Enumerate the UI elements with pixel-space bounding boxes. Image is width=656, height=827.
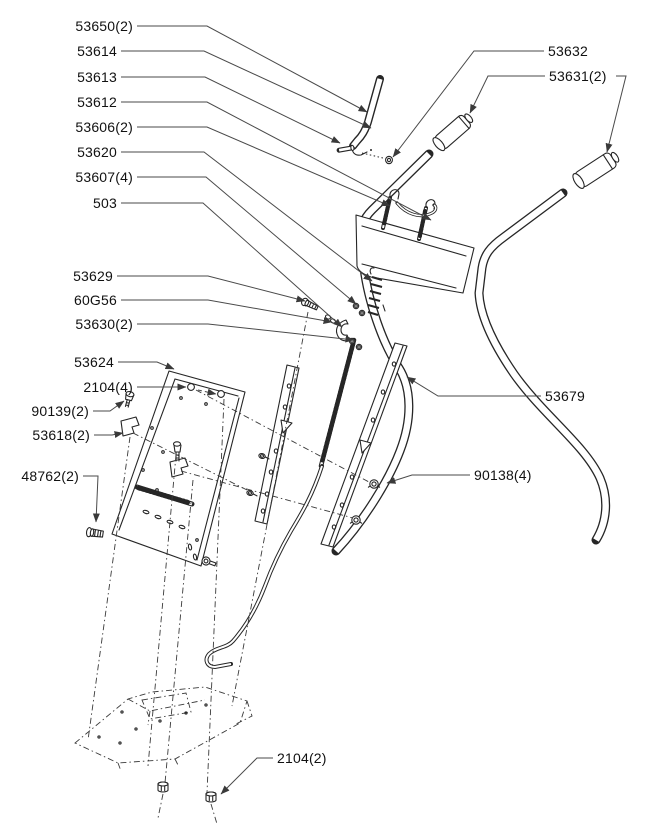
part-label-53618: 53618(2) <box>32 427 90 443</box>
rail-bolt <box>246 489 258 497</box>
part-label-53650: 53650(2) <box>75 18 133 34</box>
pivot-pin <box>336 144 355 153</box>
leader-lines <box>83 25 627 795</box>
part-label-2104-4: 2104(4) <box>83 379 133 395</box>
nut <box>355 343 363 351</box>
part-label-48762: 48762(2) <box>21 468 79 484</box>
part-label-53612: 53612 <box>77 94 117 110</box>
bail-lever <box>349 75 384 159</box>
part-label-53620: 53620 <box>77 144 117 160</box>
part-label-53614: 53614 <box>77 43 117 59</box>
flange-nut-2104 <box>157 781 169 793</box>
part-label-53632: 53632 <box>548 43 588 59</box>
part-label-90139: 90139(2) <box>31 403 89 419</box>
part-label-53631: 53631(2) <box>549 68 607 84</box>
rail-bolt <box>258 452 270 460</box>
handle-grip-right <box>572 151 620 189</box>
projection-lines <box>87 311 370 825</box>
flange-bolt-48762 <box>85 527 104 538</box>
handle-grip-left <box>432 113 474 152</box>
bracket-clip <box>120 416 140 437</box>
part-label-53613: 53613 <box>77 69 117 85</box>
upper-handle-right-leg <box>474 188 611 545</box>
carriage-bolt <box>217 390 225 398</box>
carriage-bolt <box>187 383 195 391</box>
lower-rail-left <box>254 364 300 525</box>
hex-bolt <box>201 556 217 567</box>
tension-spring <box>367 267 386 317</box>
part-label-503: 503 <box>93 195 117 211</box>
deck-phantom-outline <box>74 686 253 772</box>
hex-bolt-90139 <box>124 390 135 408</box>
assembly-drawing <box>74 75 620 825</box>
part-label-60G56: 60G56 <box>74 292 117 308</box>
flange-nut-2104 <box>205 791 217 803</box>
fastener-cluster <box>300 297 366 351</box>
part-label-53607: 53607(4) <box>75 169 133 185</box>
flange-nut-90138 <box>367 479 381 489</box>
part-label-90138: 90138(4) <box>474 467 532 483</box>
part-label-53606: 53606(2) <box>75 119 133 135</box>
part-label-53629: 53629 <box>73 268 113 284</box>
nut <box>358 309 366 317</box>
mounting-plate <box>111 370 246 567</box>
part-label-2104-2: 2104(2) <box>277 750 327 766</box>
nut <box>352 302 360 310</box>
lower-rail-right <box>320 342 408 548</box>
handle-panel <box>355 214 475 294</box>
part-label-53679: 53679 <box>545 388 585 404</box>
part-labels: 53650(2) 53614 53613 53612 53606(2) 5362… <box>21 18 606 766</box>
flange-nut-90138 <box>349 515 363 525</box>
part-label-53624: 53624 <box>74 354 114 370</box>
retaining-ring <box>385 155 393 165</box>
part-label-53630: 53630(2) <box>75 316 133 332</box>
control-cable <box>204 337 357 670</box>
